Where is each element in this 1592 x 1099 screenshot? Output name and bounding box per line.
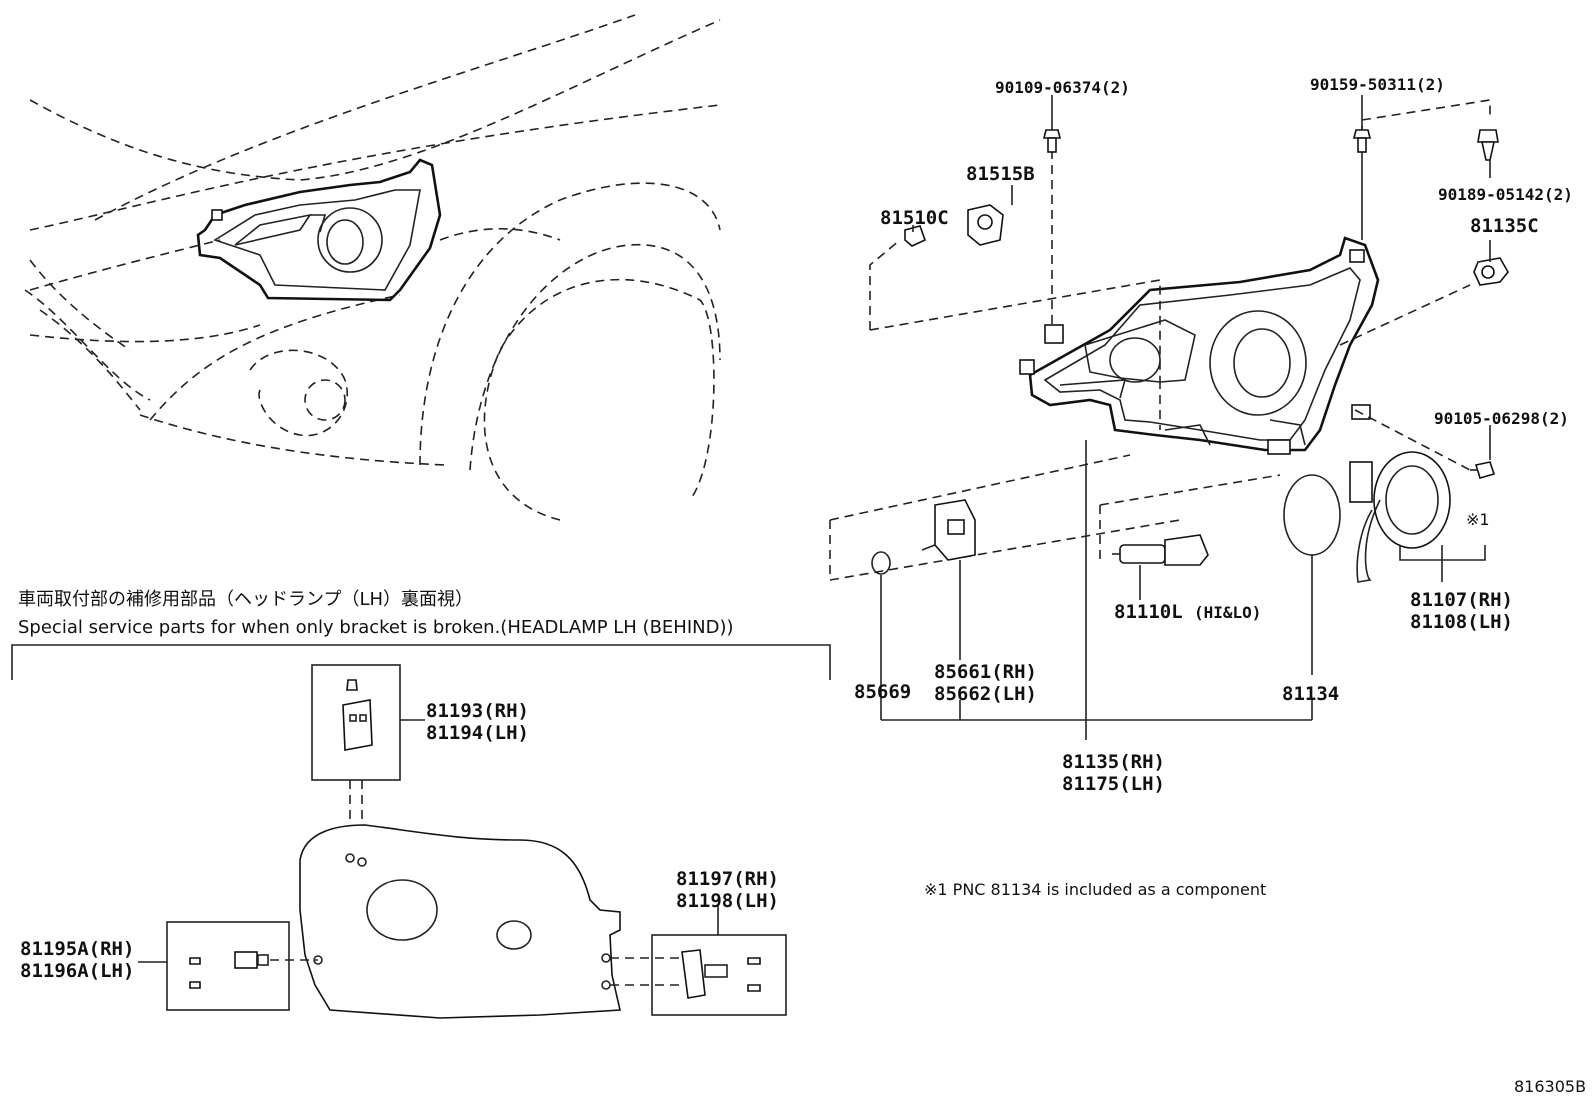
callout-81196a-lh: 81196A(LH) [20,960,134,982]
callout-85669: 85669 [854,681,911,703]
callout-85661-rh: 85661(RH) [934,661,1037,683]
screw-90105 [1470,461,1496,479]
socket-81135c [1473,257,1509,286]
section-title-jp: 車両取付部の補修用部品（ヘッドランプ（LH）裏面視） [18,589,473,610]
callout-81175-lh: 81175(LH) [1062,773,1165,795]
ballast-81107 [1349,451,1486,583]
callout-81193-rh: 81193(RH) [426,700,529,722]
oring-85669 [871,551,891,575]
note-mark: ※1 [1466,510,1490,529]
screw-90159 [1352,129,1372,153]
socket-81515b [967,204,1004,246]
callout-81110l: 81110L [1114,601,1183,623]
callout-81135-rh: 81135(RH) [1062,751,1165,773]
figure-id: 816305B [1514,1077,1586,1096]
callout-81197-rh: 81197(RH) [676,868,779,890]
section-title-en: Special service parts for when only brac… [18,617,734,638]
callout-81110l-hilo: (HI&LO) [1194,603,1261,622]
bulb-81510c [904,225,926,247]
car-front-illustration [24,14,721,521]
callout-81194-lh: 81194(LH) [426,722,529,744]
bulb-81110l [1112,534,1209,566]
callout-85662-lh: 85662(LH) [934,683,1037,705]
callout-screw-90105: 90105-06298(2) [1434,409,1569,428]
callout-81134: 81134 [1282,683,1339,705]
headlamp-assembly [829,99,1491,581]
actuator-85661 [921,499,976,561]
callout-81515b: 81515B [966,163,1035,185]
screw-90109 [1042,129,1062,153]
clip-90189 [1477,129,1499,161]
callout-81135c: 81135C [1470,215,1539,237]
callout-81107-rh: 81107(RH) [1410,589,1513,611]
bracket-section [11,644,831,1019]
leader-lines [880,95,1491,740]
callout-81510c: 81510C [880,207,949,229]
callout-81108-lh: 81108(LH) [1410,611,1513,633]
callout-81198-lh: 81198(LH) [676,890,779,912]
callout-screw-90109: 90109-06374(2) [995,78,1130,97]
gasket-81134 [1283,474,1341,556]
callout-81195a-rh: 81195A(RH) [20,938,134,960]
footnote: ※1 PNC 81134 is included as a component [924,880,1266,899]
callout-clip-90189: 90189-05142(2) [1438,185,1573,204]
callout-screw-90159: 90159-50311(2) [1310,75,1445,94]
